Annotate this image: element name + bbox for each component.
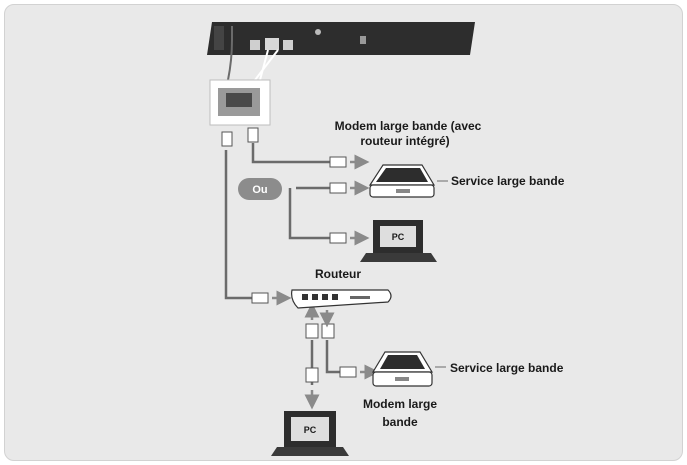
player-back-panel: [207, 22, 475, 55]
or-badge-label: Ou: [252, 184, 267, 196]
router-label: Routeur: [315, 267, 361, 281]
modem-with-router: [368, 164, 436, 198]
lan-port-zoom: [209, 79, 271, 126]
router-device: [291, 289, 392, 309]
modem-with-router-label-line2: routeur intégré): [360, 134, 449, 148]
modem-label-line1: Modem large: [363, 397, 437, 411]
modem-broadband: [371, 351, 434, 387]
modem-with-router-label-line1: Modem large bande (avec: [335, 119, 482, 133]
or-badge: Ou: [238, 178, 282, 200]
pc-label-2: PC: [304, 425, 317, 435]
laptop-pc-2: [271, 411, 349, 456]
lan-port-callout: [227, 26, 279, 81]
laptop-pc-1: [360, 220, 437, 262]
cables: [224, 143, 340, 385]
modem-label-line2: bande: [382, 415, 418, 429]
flow-arrows: [272, 154, 380, 410]
pc-label-1: PC: [392, 232, 405, 242]
rj45-plugs: [221, 127, 357, 383]
broadband-service-label-2: Service large bande: [450, 361, 564, 375]
broadband-service-label-1: Service large bande: [451, 174, 565, 188]
